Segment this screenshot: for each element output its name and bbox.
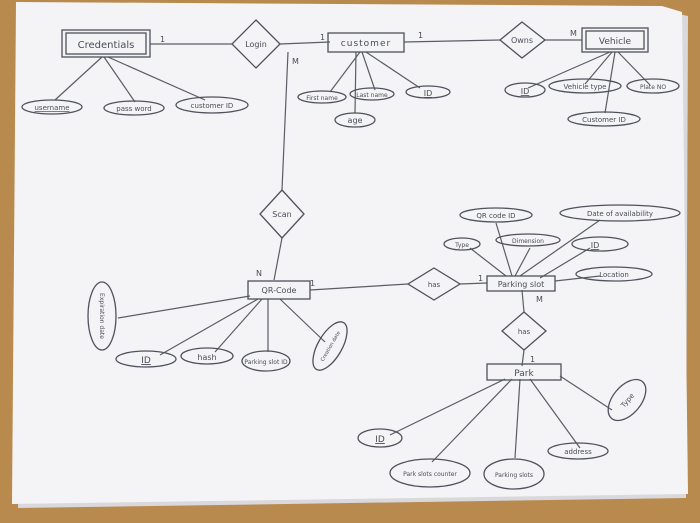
attr-vehicle-type: Vehicle type xyxy=(548,78,622,94)
entity-credentials-label: Credentials xyxy=(78,40,135,51)
entity-park-label: Park xyxy=(514,369,534,379)
attr-dimension: Dimension xyxy=(495,233,561,247)
attr-park-slots-counter: Park slots counter xyxy=(389,458,471,488)
attr-username: username xyxy=(21,99,83,115)
entity-customer: customer xyxy=(327,32,405,53)
attr-vehicle-customer-id: Customer ID xyxy=(567,111,641,127)
attr-vehicle-id: ID xyxy=(504,82,546,98)
entity-qr-code-label: QR-Code xyxy=(262,286,297,295)
relationship-scan-label: Scan xyxy=(272,210,291,219)
card-owns-vehicle: M xyxy=(570,29,577,38)
attr-qr-id: ID xyxy=(115,350,177,368)
card-parking-slot-has: M xyxy=(536,295,543,304)
card-customer-scan: M xyxy=(292,57,299,66)
attr-slot-type: Type xyxy=(443,237,481,251)
attr-qr-code-id: QR code ID xyxy=(459,207,533,223)
attr-address-label: address xyxy=(564,448,592,456)
attr-date-of-availability: Date of availability xyxy=(559,204,681,222)
attr-hash-label: hash xyxy=(197,353,216,362)
entity-parking-slot: Parking slot xyxy=(486,275,556,292)
relationship-login-label: Login xyxy=(245,40,267,49)
entity-qr-code: QR-Code xyxy=(247,280,311,300)
card-credentials-login: 1 xyxy=(160,35,165,44)
connector-lines xyxy=(54,39,651,463)
relationship-owns-label: Owns xyxy=(511,36,533,45)
attr-first-name-label: First name xyxy=(306,95,338,102)
attr-dimension-label: Dimension xyxy=(512,238,544,245)
relationship-login: Login xyxy=(231,19,281,69)
card-customer-owns: 1 xyxy=(418,31,423,40)
attr-parking-slot-id: Parking slot ID xyxy=(241,350,291,372)
entity-vehicle: Vehicle xyxy=(581,27,649,53)
entity-credentials: Credentials xyxy=(61,29,151,58)
relationship-scan: Scan xyxy=(259,189,305,239)
entity-park: Park xyxy=(486,363,562,381)
attr-vehicle-type-label: Vehicle type xyxy=(564,83,607,91)
relationship-has-qr: has xyxy=(406,267,462,301)
attr-slot-id-label: ID xyxy=(591,241,600,250)
paper-sheet xyxy=(12,2,688,504)
attr-age: age xyxy=(334,112,376,128)
attr-first-name: First name xyxy=(297,90,347,104)
attr-password: pass word xyxy=(103,100,165,116)
attr-parking-slot-id-label: Parking slot ID xyxy=(244,359,288,366)
entity-customer-label: customer xyxy=(341,39,391,49)
attr-parking-slots: Parking slots xyxy=(483,458,545,490)
attr-address: address xyxy=(547,442,609,460)
card-has-park: 1 xyxy=(530,355,535,364)
card-has-parking-slot: 1 xyxy=(478,274,483,283)
attr-credentials-customer-id-label: customer ID xyxy=(191,102,234,110)
attr-park-id-label: ID xyxy=(375,435,385,445)
attr-customer-id-label: ID xyxy=(424,89,433,98)
attr-last-name-label: Last name xyxy=(356,92,388,99)
attr-vehicle-id-label: ID xyxy=(521,87,530,96)
attr-vehicle-customer-id-label: Customer ID xyxy=(582,116,626,124)
attr-location: Location xyxy=(575,266,653,282)
attr-plate-no-label: Plate NO xyxy=(640,84,666,91)
attr-parking-slots-label: Parking slots xyxy=(495,472,533,479)
relationship-owns: Owns xyxy=(498,21,547,59)
attr-park-slots-counter-label: Park slots counter xyxy=(403,471,457,478)
attr-qr-id-label: ID xyxy=(141,356,151,366)
attr-location-label: Location xyxy=(599,271,629,279)
attr-plate-no: Plate NO xyxy=(626,78,680,94)
entity-vehicle-label: Vehicle xyxy=(599,37,632,47)
attr-username-label: username xyxy=(35,104,70,112)
card-qr-has: 1 xyxy=(310,279,315,288)
entity-parking-slot-label: Parking slot xyxy=(498,280,545,289)
card-login-customer: 1 xyxy=(320,33,325,42)
attr-hash: hash xyxy=(180,347,234,365)
attr-last-name: Last name xyxy=(349,87,395,101)
relationship-has-park: has xyxy=(501,311,547,351)
attr-expiration-date-label: Expiration date xyxy=(98,293,105,339)
attr-slot-type-label: Type xyxy=(454,242,469,249)
attr-password-label: pass word xyxy=(116,105,151,113)
attr-slot-id: ID xyxy=(571,236,629,252)
relationship-has-park-label: has xyxy=(518,328,531,336)
attr-age-label: age xyxy=(348,116,363,125)
relationship-has-qr-label: has xyxy=(428,281,441,289)
card-scan-qr: N xyxy=(256,269,262,278)
attr-expiration-date: Expiration date xyxy=(87,281,117,351)
cardinality-labels: 1 1 1 M M N 1 1 M 1 xyxy=(160,29,577,364)
attr-qr-code-id-label: QR code ID xyxy=(476,212,515,220)
attr-customer-id: ID xyxy=(405,85,451,99)
attr-credentials-customer-id: customer ID xyxy=(175,96,249,114)
attr-date-of-availability-label: Date of availability xyxy=(587,210,653,218)
attr-park-id: ID xyxy=(357,428,403,448)
